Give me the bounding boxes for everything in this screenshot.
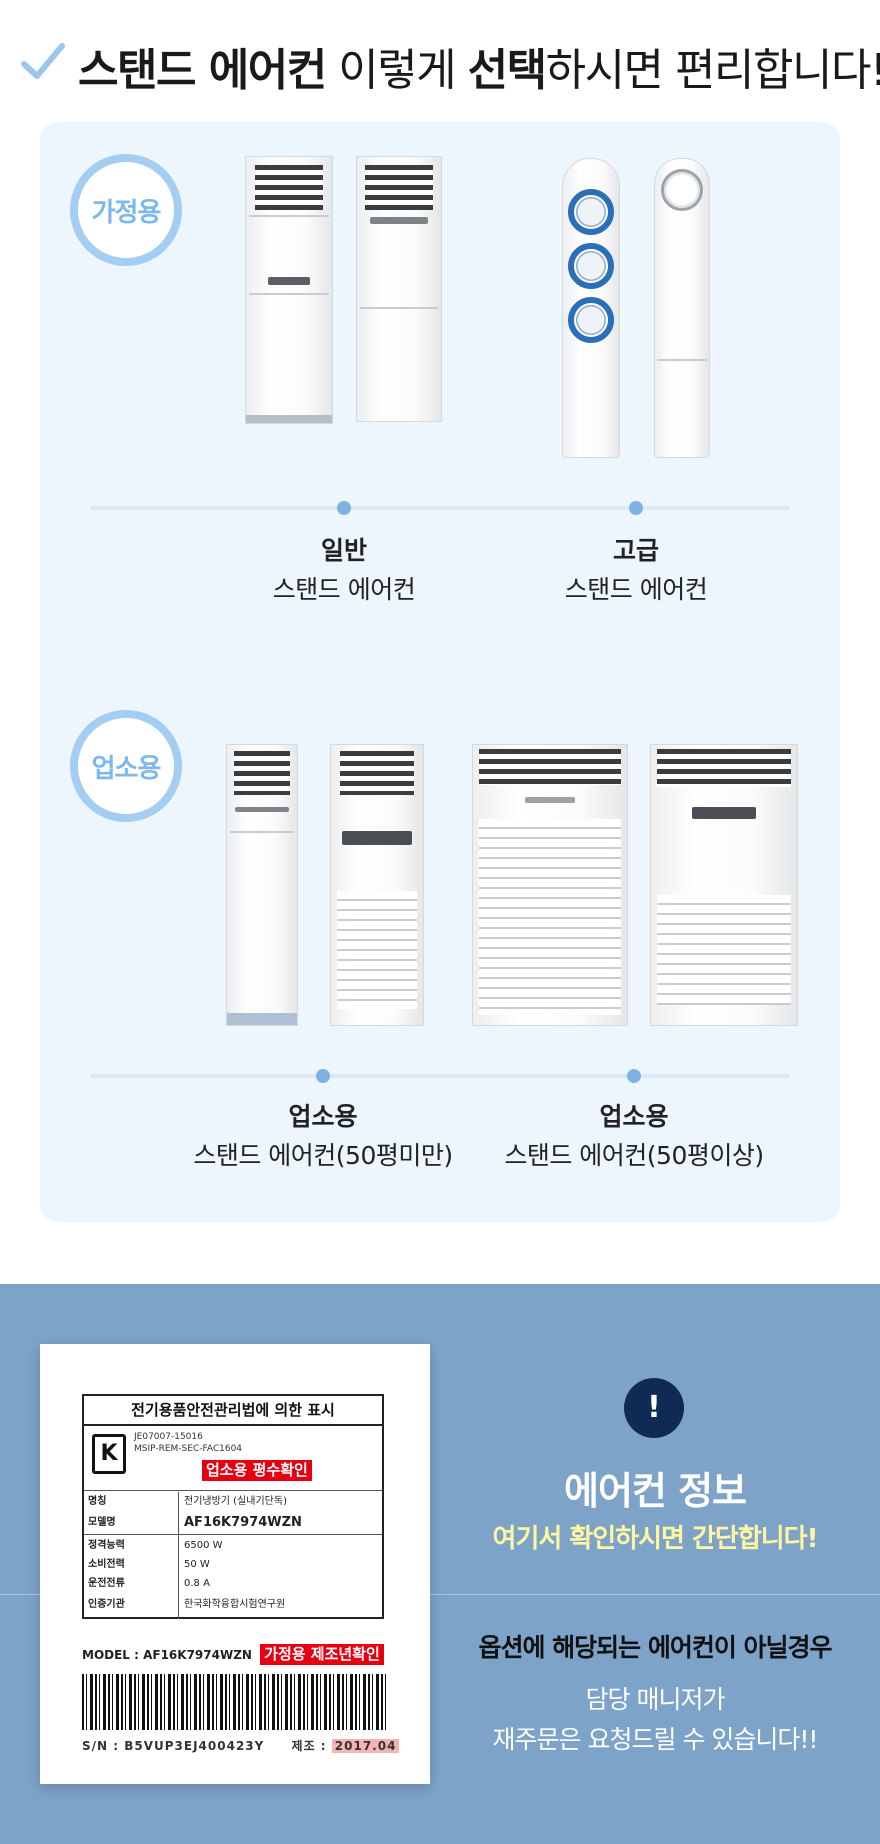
business-check-tag: 업소용 평수확인 [202, 1460, 312, 1481]
business-caption-large: 업소용 스탠드 에어컨(50평이상) [454, 1098, 814, 1176]
home-dot-general [337, 501, 351, 515]
business-dot-small [316, 1069, 330, 1083]
info-title: 에어컨 정보 [563, 1469, 747, 1513]
label-key: 정격능력 [88, 1540, 125, 1551]
label-row: 모델명 AF16K7974WZN [84, 1513, 382, 1532]
label-row-divider [84, 1534, 382, 1535]
home-premium-unit-b[interactable] [654, 158, 710, 458]
business-badge: 업소용 [70, 710, 182, 822]
caption-title: 업소용 [288, 1102, 358, 1131]
label-row: 인증기관 한국화학융합시험연구원 [84, 1595, 382, 1614]
label-sn: S/N : B5VUP3EJ400423Y [82, 1739, 265, 1753]
info-note-bold: 옵션에 해당되는 에어컨이 아닐경우 [478, 1633, 832, 1662]
home-general-unit-a[interactable] [245, 156, 333, 424]
label-key: 소비전력 [88, 1559, 125, 1570]
barcode-icon [82, 1674, 387, 1730]
home-caption-general: 일반 스탠드 에어컨 [204, 532, 484, 610]
label-table: 전기용품안전관리법에 의한 표시 K JE07007-15016 MSIP-RE… [82, 1394, 384, 1619]
business-timeline [90, 1074, 790, 1078]
business-small-unit-a[interactable] [226, 744, 298, 1026]
product-label-card: 전기용품안전관리법에 의한 표시 K JE07007-15016 MSIP-RE… [40, 1344, 430, 1784]
label-value: 전기냉방기 (실내기단독) [184, 1496, 287, 1507]
home-caption-premium: 고급 스탠드 에어컨 [496, 532, 776, 610]
label-column-divider [178, 1492, 179, 1619]
label-row: 운전전류 0.8 A [84, 1574, 382, 1593]
label-made-label: 제조 : [291, 1739, 327, 1753]
product-panel: 가정용 일반 스탠드 에어컨 고급 스탠드 에어컨 업소용 [40, 122, 840, 1222]
label-value: 한국화학융합시험연구원 [184, 1599, 286, 1610]
label-key: 명칭 [88, 1496, 107, 1507]
info-note-1: 담당 매니저가 [585, 1685, 726, 1714]
label-value: 50 W [184, 1559, 210, 1570]
label-model-line: MODEL : AF16K7974WZN 가정용 제조년확인 [82, 1644, 384, 1666]
label-key: 인증기관 [88, 1599, 125, 1610]
caption-title: 업소용 [599, 1102, 669, 1131]
business-caption-small: 업소용 스탠드 에어컨(50평미만) [143, 1098, 503, 1176]
caption-sub: 스탠드 에어컨(50평미만) [193, 1141, 453, 1170]
label-value: 0.8 A [184, 1578, 210, 1589]
home-check-tag: 가정용 제조년확인 [260, 1644, 384, 1665]
headline-part3: 선택 [467, 45, 547, 96]
label-sn-line: S/N : B5VUP3EJ400423Y 제조 : 2017.04 [82, 1737, 400, 1754]
caption-sub: 스탠드 에어컨(50평이상) [504, 1141, 764, 1170]
label-cert-2: MSIP-REM-SEC-FAC1604 [134, 1444, 243, 1454]
label-title: 전기용품안전관리법에 의한 표시 [84, 1396, 382, 1426]
label-row: 정격능력 6500 W [84, 1536, 382, 1555]
label-value: AF16K7974WZN [184, 1515, 302, 1530]
label-model: MODEL : AF16K7974WZN [82, 1648, 252, 1662]
headline-part1: 스탠드 에어컨 [78, 45, 327, 96]
home-premium-unit-a[interactable] [562, 158, 620, 458]
kc-logo-icon: K [92, 1434, 126, 1474]
label-key: 운전전류 [88, 1578, 125, 1589]
label-value: 6500 W [184, 1540, 223, 1551]
header: 스탠드 에어컨 이렇게 선택하시면 편리합니다! [0, 0, 880, 120]
label-row-divider [84, 1490, 382, 1491]
exclamation-icon: ! [624, 1378, 684, 1438]
label-cert-1: JE07007-15016 [134, 1432, 203, 1442]
business-dot-large [627, 1069, 641, 1083]
info-subtitle: 여기서 확인하시면 간단합니다! [492, 1524, 819, 1554]
caption-title: 일반 [320, 536, 367, 565]
caption-sub: 스탠드 에어컨 [564, 575, 708, 604]
headline-part4: 하시면 편리합니다! [545, 45, 880, 96]
check-icon [21, 43, 65, 79]
home-general-unit-b[interactable] [356, 156, 442, 422]
page-title: 스탠드 에어컨 이렇게 선택하시면 편리합니다! [78, 34, 880, 98]
label-key: 모델명 [88, 1517, 116, 1528]
business-small-unit-b[interactable] [330, 744, 424, 1026]
label-row: 명칭 전기냉방기 (실내기단독) [84, 1492, 382, 1511]
label-row: 소비전력 50 W [84, 1555, 382, 1574]
business-large-unit-b[interactable] [650, 744, 798, 1026]
home-timeline [90, 506, 790, 510]
info-note-2: 재주문은 요청드릴 수 있습니다!! [492, 1725, 819, 1754]
home-dot-premium [629, 501, 643, 515]
headline-part2: 이렇게 [325, 45, 468, 96]
divider [0, 1594, 880, 1595]
caption-title: 고급 [612, 536, 659, 565]
label-made-value: 2017.04 [331, 1739, 400, 1753]
business-large-unit-a[interactable] [472, 744, 628, 1026]
home-badge: 가정용 [70, 154, 182, 266]
caption-sub: 스탠드 에어컨 [272, 575, 416, 604]
